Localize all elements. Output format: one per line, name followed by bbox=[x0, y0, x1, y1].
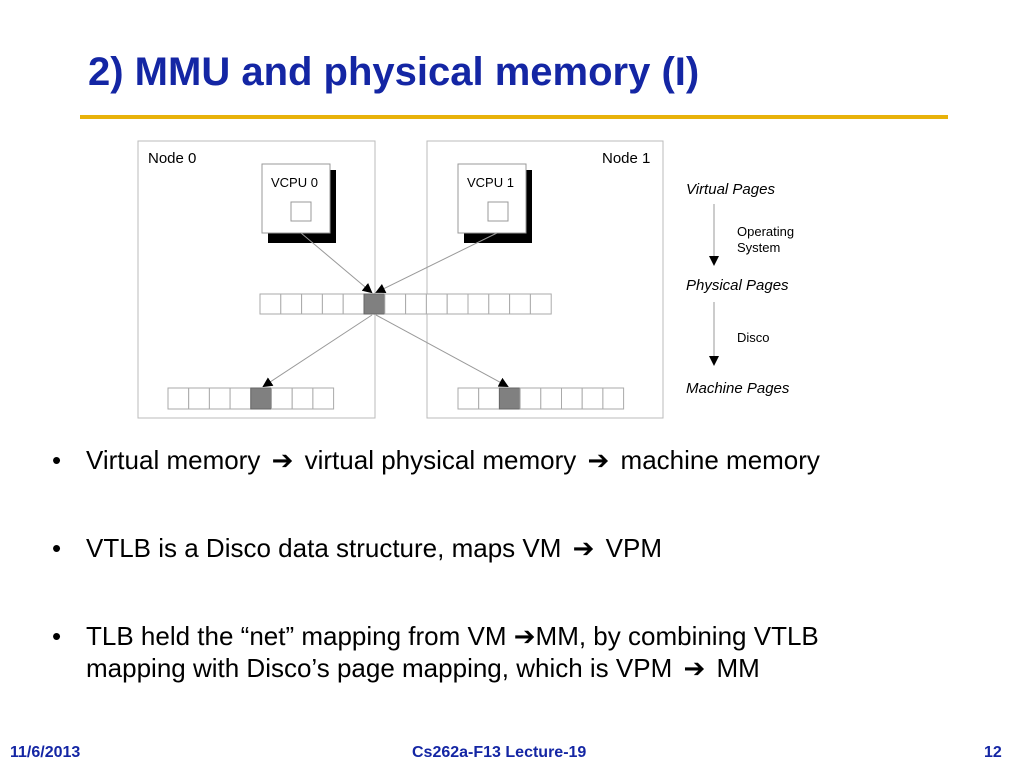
vcpu-1-label: VCPU 1 bbox=[467, 175, 514, 190]
footer-course: Cs262a-F13 Lecture-19 bbox=[412, 744, 587, 761]
machine-page-node-0-mapped bbox=[250, 387, 273, 410]
machine-pages-node-1 bbox=[457, 387, 625, 410]
bullet-3-text-c: mapping with Disco’s page mapping, which… bbox=[86, 653, 673, 683]
bullet-item-2: • VTLB is a Disco data structure, maps V… bbox=[52, 532, 992, 564]
right-arrow-icon: ➔ bbox=[587, 445, 610, 475]
title-rule bbox=[80, 115, 948, 119]
legend-operating-line2: System bbox=[737, 240, 780, 255]
legend-physical-pages: Physical Pages bbox=[686, 277, 789, 294]
right-arrow-icon: ➔ bbox=[683, 653, 706, 683]
mapping-arrow-physical-to-machine-0 bbox=[262, 314, 373, 388]
vcpu-1-page bbox=[487, 201, 509, 222]
memory-mapping-diagram: Node 0 Node 1 VCPU 0 VCPU 1 bbox=[137, 140, 794, 419]
slide-title: 2) MMU and physical memory (I) bbox=[88, 50, 700, 94]
machine-page-node-1-mapped bbox=[498, 387, 521, 410]
node-0-box bbox=[137, 140, 376, 419]
node-1-box bbox=[426, 140, 664, 419]
bullet-3-text-a: TLB held the “net” mapping from VM bbox=[86, 621, 514, 651]
node-0-label: Node 0 bbox=[148, 150, 196, 167]
node-1-label: Node 1 bbox=[602, 150, 650, 167]
bullet-1-text-a: Virtual memory bbox=[86, 445, 261, 475]
bullet-1-text-c: machine memory bbox=[620, 445, 820, 475]
machine-pages-node-0 bbox=[167, 387, 335, 410]
bullet-dot: • bbox=[52, 621, 62, 651]
bullet-list: • Virtual memory ➔ virtual physical memo… bbox=[52, 444, 992, 740]
mapping-arrow-vcpu1-to-physical bbox=[375, 232, 498, 293]
bullet-3-text-b: MM, by combining VTLB bbox=[535, 621, 819, 651]
vcpu-0-page bbox=[290, 201, 312, 222]
bullet-dot: • bbox=[52, 445, 62, 475]
mapping-arrow-vcpu0-to-physical bbox=[300, 232, 373, 294]
physical-page-shared bbox=[363, 293, 386, 315]
legend-operating-line1: Operating bbox=[737, 224, 794, 239]
bullet-3-text-d: MM bbox=[716, 653, 760, 683]
vcpu-0-label: VCPU 0 bbox=[271, 175, 318, 190]
legend-machine-pages: Machine Pages bbox=[686, 380, 790, 397]
bullet-1-text-b: virtual physical memory bbox=[304, 445, 577, 475]
footer-date: 11/6/2013 bbox=[10, 744, 81, 761]
physical-pages-row bbox=[259, 293, 552, 315]
bullet-item-1: • Virtual memory ➔ virtual physical memo… bbox=[52, 444, 992, 476]
mapping-arrow-physical-to-machine-1 bbox=[375, 314, 509, 387]
bullet-item-3: • TLB held the “net” mapping from VM ➔MM… bbox=[52, 620, 992, 684]
bullet-dot: • bbox=[52, 533, 62, 563]
right-arrow-icon: ➔ bbox=[271, 445, 294, 475]
legend-virtual-pages: Virtual Pages bbox=[686, 181, 775, 198]
bullet-2-text-b: VPM bbox=[605, 533, 662, 563]
right-arrow-icon: ➔ bbox=[572, 533, 595, 563]
legend-disco: Disco bbox=[737, 330, 770, 345]
bullet-2-text-a: VTLB is a Disco data structure, maps VM bbox=[86, 533, 562, 563]
footer-page-number: 12 bbox=[984, 744, 1002, 761]
right-arrow-icon: ➔ bbox=[513, 621, 536, 651]
